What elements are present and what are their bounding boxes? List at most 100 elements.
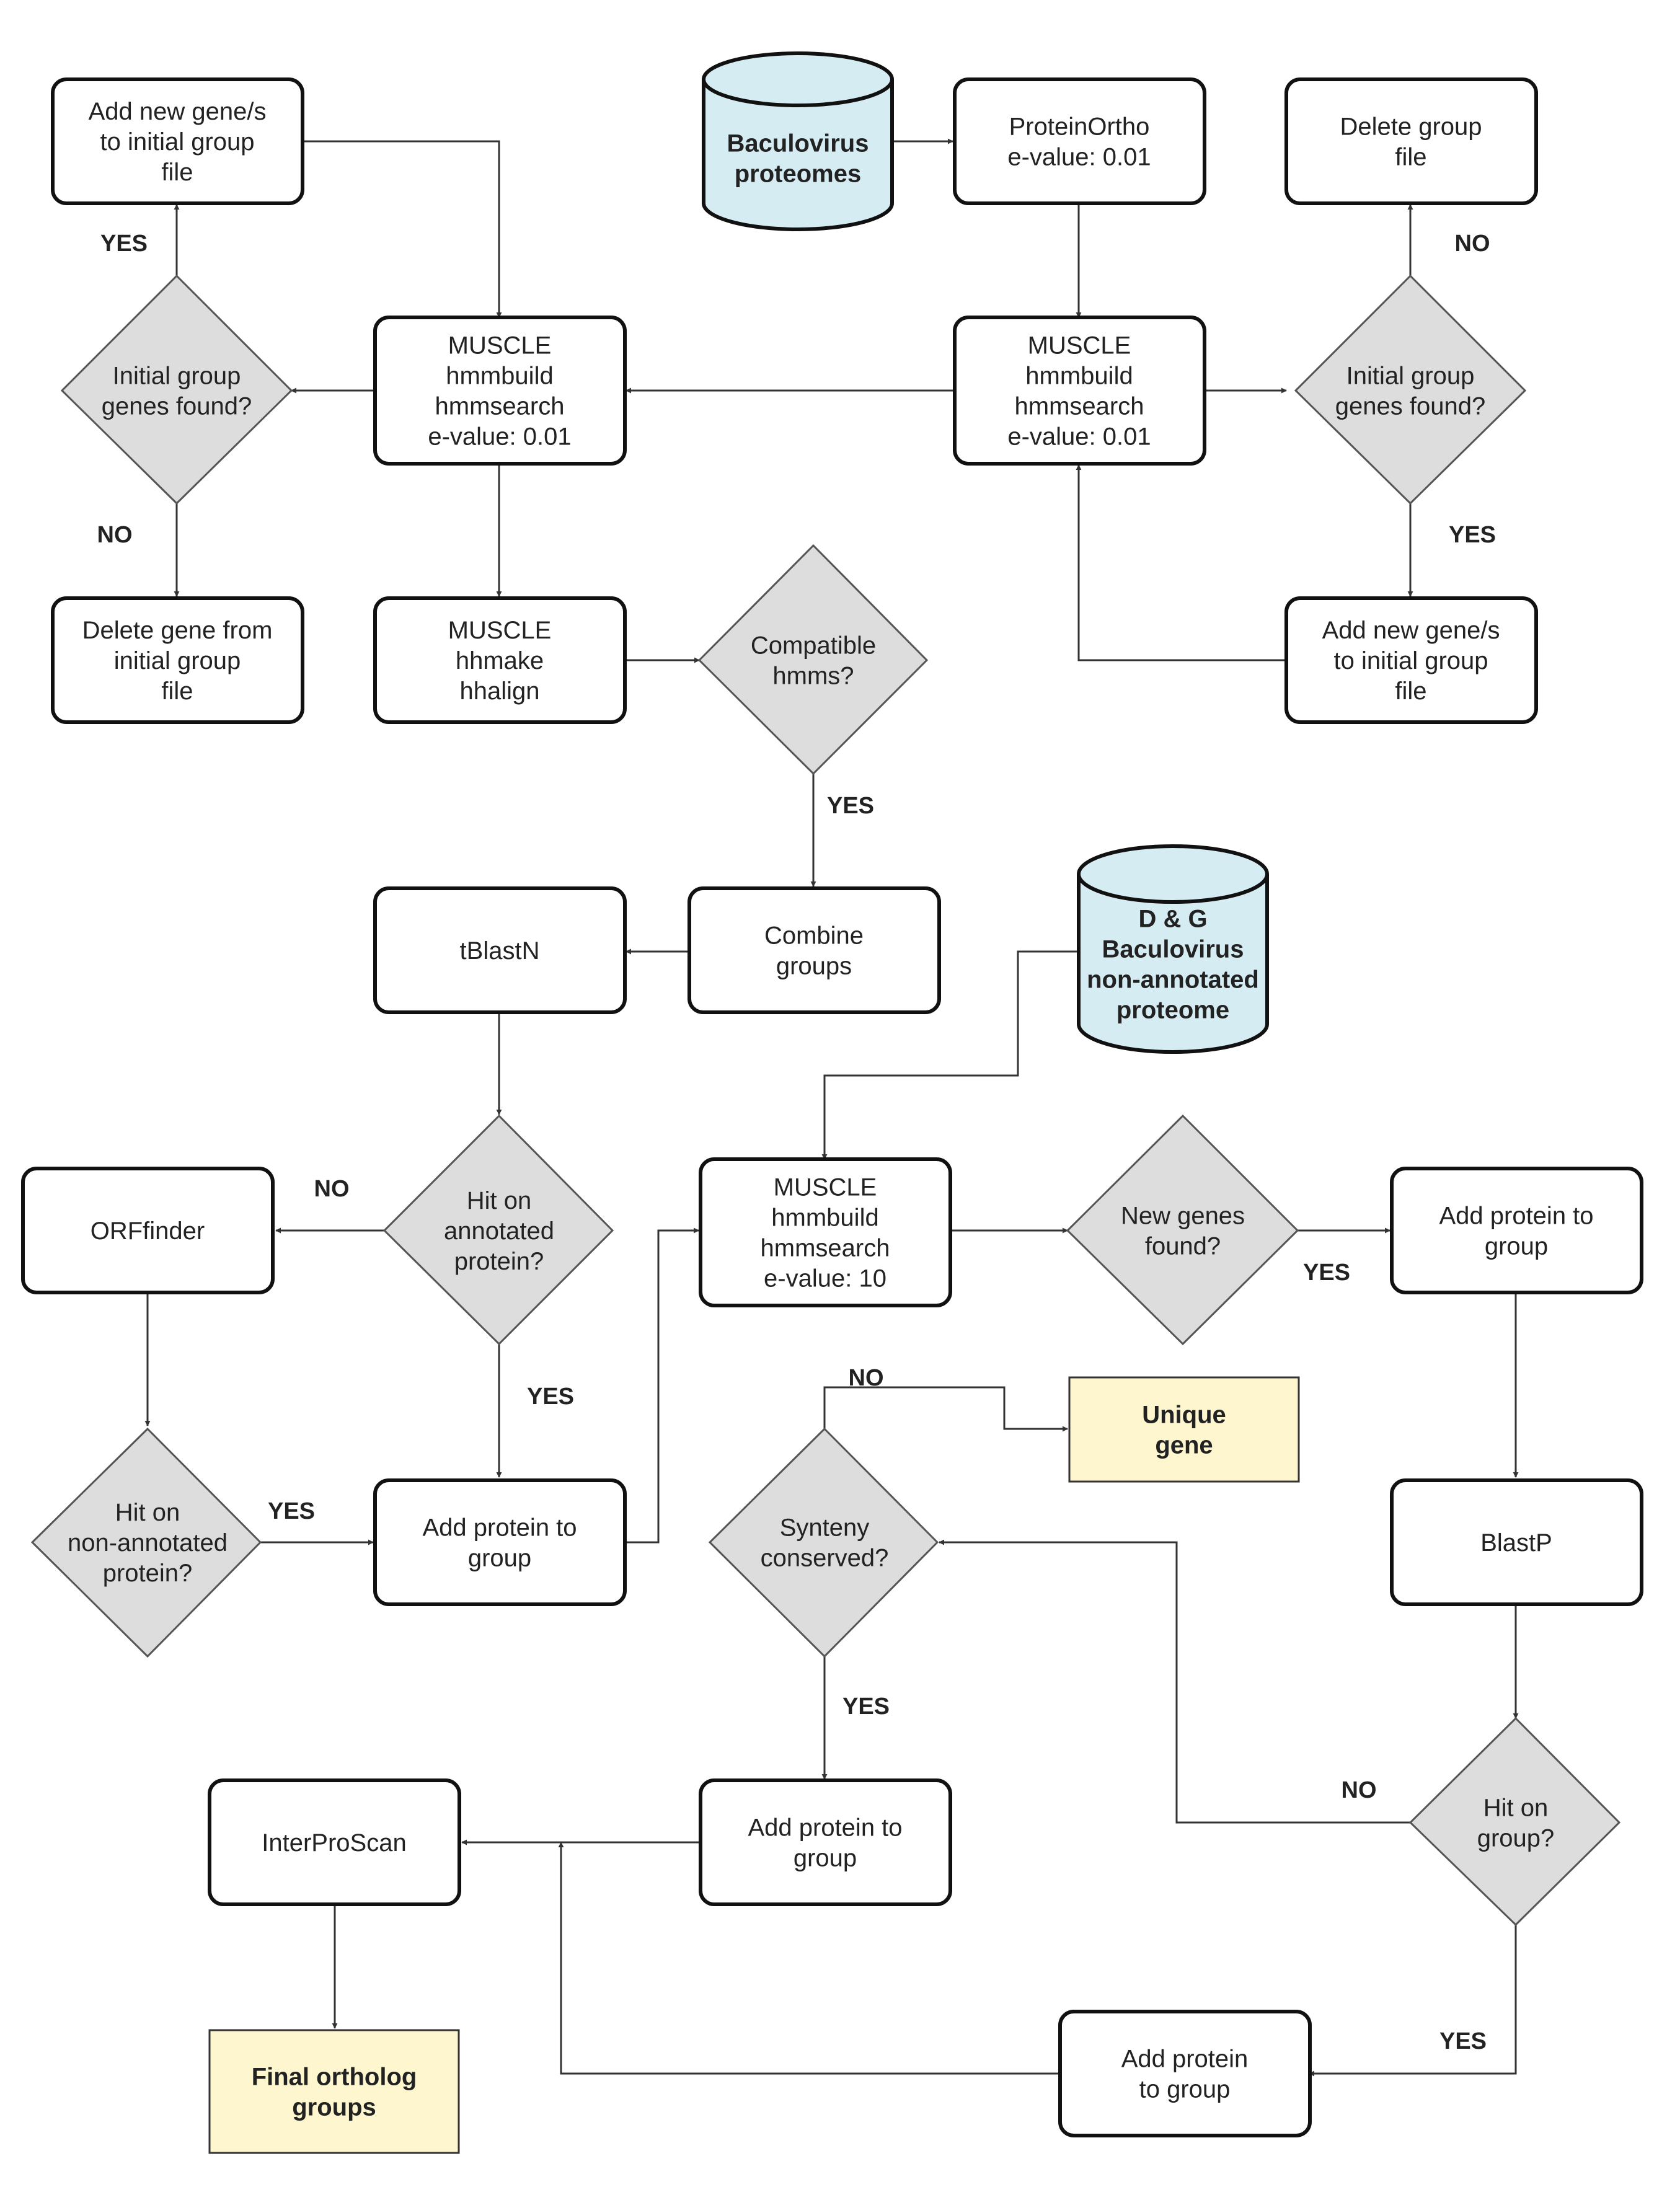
node-text-line: Add protein to <box>1439 1203 1593 1230</box>
edge-add-left-to-muscle-left <box>304 140 502 318</box>
label-yes-add-left: YES <box>100 231 148 257</box>
node-text-line: group? <box>1477 1825 1555 1852</box>
blastp-box: BlastP <box>1390 1478 1643 1606</box>
node-text-line: Compatible <box>751 632 876 660</box>
node-text-line: Delete group <box>1340 113 1482 141</box>
decision-initial-left-text: Initial group genes found? <box>102 363 252 420</box>
node-text-line: gene <box>1155 1432 1213 1459</box>
node-text-line: Baculovirus <box>727 130 869 157</box>
node-text-line: Synteny <box>780 1514 870 1542</box>
node-text-line: Delete gene from <box>82 617 273 644</box>
decision-synteny: Synteny conserved? <box>708 1427 939 1658</box>
node-text-line: conserved? <box>761 1545 889 1572</box>
edges <box>144 138 1519 2077</box>
node-text-line: group <box>794 1845 857 1872</box>
node-text-line: found? <box>1145 1233 1221 1260</box>
node-text-line: group <box>1485 1233 1548 1260</box>
node-text-line: Add new gene/s <box>89 98 267 125</box>
node-text-line: Add protein to <box>748 1814 902 1842</box>
node-text-line: proteomes <box>735 161 862 188</box>
node-text-line: hmmsearch <box>761 1235 890 1262</box>
interproscan-box: InterProScan <box>208 1778 461 1906</box>
node-text-line: group <box>468 1545 531 1572</box>
node-text-line: to initial group <box>1333 647 1488 674</box>
node-text-line: ORFfinder <box>91 1217 205 1245</box>
node-text-line: InterProScan <box>262 1829 406 1857</box>
node-text-line: New genes <box>1121 1203 1245 1230</box>
node-text-line: tBlastN <box>460 937 540 965</box>
tblastn-text: tBlastN <box>460 937 540 965</box>
edge-add-right-to-muscle-right <box>1076 464 1285 661</box>
node-text-line: Add protein <box>1121 2046 1249 2073</box>
decision-initial-left: Initial group genes found? <box>60 274 293 505</box>
database-baculovirus-proteomes: Baculovirus proteomes <box>702 51 894 231</box>
node-text-line: genes found? <box>1335 393 1485 420</box>
node-text-line: Initial group <box>1346 363 1475 390</box>
tblastn-box: tBlastN <box>373 886 627 1014</box>
decision-initial-right: Initial group genes found? <box>1294 274 1527 505</box>
add-protein-bottom-text: Add protein to group <box>748 1814 902 1872</box>
node-text-line: proteome <box>1116 997 1229 1024</box>
node-text-line: MUSCLE <box>1028 332 1131 360</box>
blastp-text: BlastP <box>1480 1529 1552 1557</box>
combine-groups-box: Combine groups <box>687 886 941 1014</box>
node-text-line: hhmake <box>456 647 544 674</box>
node-text-line: hhalign <box>459 678 539 705</box>
node-text-line: D & G <box>1138 906 1207 933</box>
node-text-line: protein? <box>103 1560 193 1587</box>
node-text-line: e-value: 0.01 <box>428 423 571 451</box>
label-no-unique: NO <box>849 1365 884 1391</box>
decision-new-genes-text: New genes found? <box>1121 1203 1245 1260</box>
node-text-line: hmmbuild <box>446 363 553 390</box>
decision-new-genes: New genes found? <box>1066 1114 1299 1346</box>
edge-synteny-no <box>823 1386 1068 1432</box>
node-text-line: e-value: 10 <box>764 1265 886 1292</box>
label-yes-add-right: YES <box>1449 522 1496 548</box>
node-text-line: genes found? <box>102 393 252 420</box>
orffinder-text: ORFfinder <box>91 1217 205 1245</box>
node-text-line: Initial group <box>113 363 241 390</box>
decision-initial-right-text: Initial group genes found? <box>1335 363 1485 420</box>
node-text-line: e-value: 0.01 <box>1007 423 1151 451</box>
node-text-line: groups <box>776 953 852 980</box>
edge-hit-group-yes <box>1309 1925 1517 2077</box>
edge-hit-group-no <box>939 1539 1410 1824</box>
orffinder-box: ORFfinder <box>21 1167 275 1294</box>
node-text-line: groups <box>292 2094 376 2121</box>
label-no-delete-gene: NO <box>97 522 133 548</box>
node-text-line: file <box>161 678 193 705</box>
label-no-orffinder: NO <box>314 1176 350 1202</box>
node-text-line: Combine <box>764 922 864 950</box>
add-protein-right-text: Add protein to group <box>1439 1203 1593 1260</box>
edge-labels: YES NO NO YES YES NO YES NO YES YES YES … <box>97 231 1497 2054</box>
add-protein-right-box: Add protein to group <box>1390 1167 1643 1294</box>
label-no-delete-group: NO <box>1455 231 1490 257</box>
node-text-line: e-value: 0.01 <box>1007 144 1151 171</box>
